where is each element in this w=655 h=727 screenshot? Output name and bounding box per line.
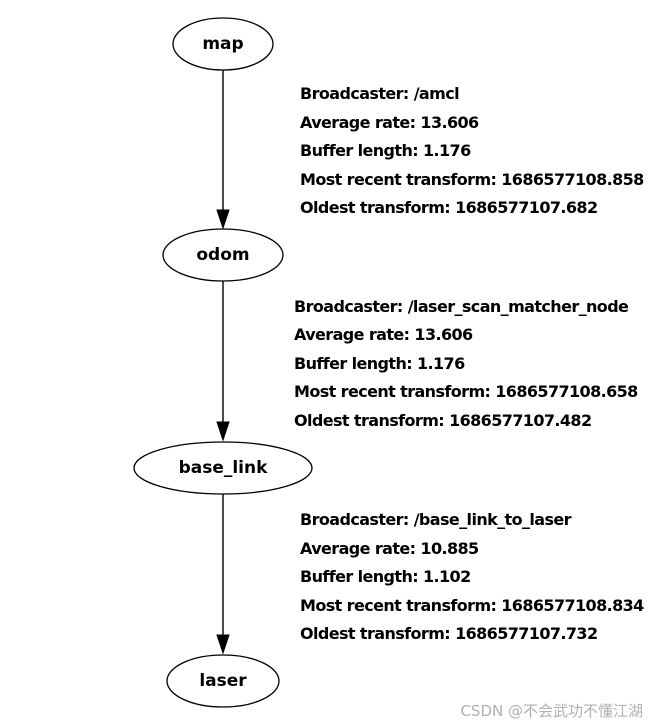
edge-map-odom-buffer-length: Buffer length: 1.176 xyxy=(300,141,471,160)
edge-map-odom-oldest: Oldest transform: 1686577107.682 xyxy=(300,198,597,217)
edge-odom-base-link-average-rate: Average rate: 13.606 xyxy=(294,325,473,344)
edge-map-odom-broadcaster: Broadcaster: /amcl xyxy=(300,84,459,103)
edge-odom-base-link-buffer-length: Buffer length: 1.176 xyxy=(294,354,465,373)
edge-label-map-odom: Broadcaster: /amcl Average rate: 13.606 … xyxy=(300,84,645,217)
edge-map-odom xyxy=(216,70,230,230)
edge-map-odom-arrowhead xyxy=(216,209,230,230)
node-laser-ellipse xyxy=(166,654,280,708)
node-odom[interactable]: odom xyxy=(162,228,284,282)
node-base-link[interactable]: base_link xyxy=(133,441,313,495)
edge-base-link-laser-oldest: Oldest transform: 1686577107.732 xyxy=(300,624,597,643)
node-base-link-ellipse xyxy=(133,441,313,495)
edge-odom-base-link xyxy=(216,281,230,442)
edge-odom-base-link-oldest: Oldest transform: 1686577107.482 xyxy=(294,411,591,430)
edge-base-link-laser-broadcaster: Broadcaster: /base_link_to_laser xyxy=(300,510,572,529)
edge-map-odom-average-rate: Average rate: 13.606 xyxy=(300,113,479,132)
edge-base-link-laser xyxy=(216,494,230,655)
edge-base-link-laser-buffer-length: Buffer length: 1.102 xyxy=(300,567,471,586)
edge-odom-base-link-arrowhead xyxy=(216,421,230,442)
edge-label-odom-base-link: Broadcaster: /laser_scan_matcher_node Av… xyxy=(294,297,639,430)
node-laser[interactable]: laser xyxy=(166,654,280,708)
edge-map-odom-most-recent: Most recent transform: 1686577108.858 xyxy=(300,170,644,189)
node-map-label: map xyxy=(202,34,243,54)
edge-odom-base-link-most-recent: Most recent transform: 1686577108.658 xyxy=(294,382,638,401)
edge-base-link-laser-arrowhead xyxy=(216,634,230,655)
node-odom-label: odom xyxy=(196,245,249,265)
node-odom-ellipse xyxy=(162,228,284,282)
node-map-ellipse xyxy=(172,17,274,71)
edge-base-link-laser-average-rate: Average rate: 10.885 xyxy=(300,539,479,558)
edge-base-link-laser-most-recent: Most recent transform: 1686577108.834 xyxy=(300,596,644,615)
node-base-link-label: base_link xyxy=(179,458,269,478)
node-laser-label: laser xyxy=(199,671,247,691)
edge-odom-base-link-broadcaster: Broadcaster: /laser_scan_matcher_node xyxy=(294,297,629,316)
node-map[interactable]: map xyxy=(172,17,274,71)
edge-label-base-link-laser: Broadcaster: /base_link_to_laser Average… xyxy=(300,510,645,643)
watermark: CSDN @不会武功不懂江湖 xyxy=(460,702,643,720)
